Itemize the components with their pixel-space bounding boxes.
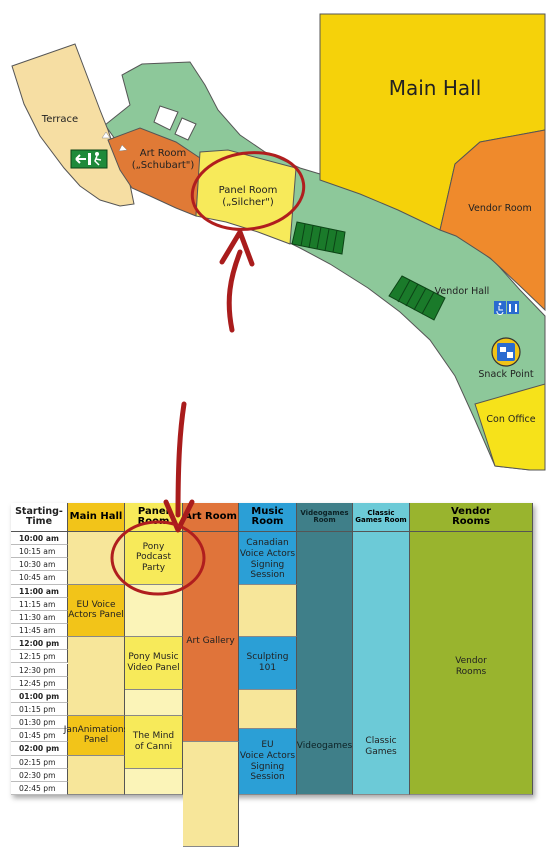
time-slot: 02:30 pm bbox=[11, 768, 68, 782]
vendor-room-area bbox=[439, 129, 546, 312]
con-office-label: Con Office bbox=[486, 414, 536, 425]
column-header: Panel Room bbox=[125, 503, 183, 532]
stairs-icon bbox=[388, 275, 446, 321]
time-slot: 10:00 am bbox=[11, 532, 68, 546]
door-marker bbox=[118, 144, 128, 152]
column-header: Music Room bbox=[239, 503, 297, 532]
schedule-event: Pony Podcast Party bbox=[125, 532, 183, 585]
highlight-circle bbox=[190, 151, 306, 231]
schedule-empty-slot bbox=[68, 755, 125, 795]
vendor-hall-label: Vendor Hall bbox=[434, 286, 490, 297]
door-marker bbox=[101, 131, 111, 139]
time-slot: 11:45 am bbox=[11, 624, 68, 638]
time-slot: 12:00 pm bbox=[11, 637, 68, 651]
time-slot: 02:15 pm bbox=[11, 755, 68, 769]
panel-room-label: Panel Room („Silcher") bbox=[218, 185, 278, 208]
snack-point-label: Snack Point bbox=[478, 369, 534, 380]
time-slot: 01:00 pm bbox=[11, 689, 68, 703]
corridor-wall bbox=[174, 117, 197, 141]
schedule-event: Sculpting 101 bbox=[239, 637, 297, 690]
floor-map bbox=[11, 13, 546, 471]
time-slot: 11:00 am bbox=[11, 584, 68, 598]
time-slot: 12:15 pm bbox=[11, 650, 68, 664]
wheelchair-icon bbox=[494, 301, 506, 316]
column-header: Vendor Rooms bbox=[410, 503, 533, 532]
schedule-empty-slot bbox=[239, 689, 297, 730]
schedule-event: Videogames bbox=[297, 532, 353, 795]
vendor-room-label: Vendor Room bbox=[468, 203, 532, 214]
time-slot: 01:45 pm bbox=[11, 729, 68, 743]
time-slot: 01:30 pm bbox=[11, 716, 68, 730]
con-office-area bbox=[474, 383, 546, 471]
stairs-icon bbox=[291, 221, 346, 255]
time-slot: 02:45 pm bbox=[11, 781, 68, 795]
art-room-label: Art Room („Schubart") bbox=[131, 148, 195, 171]
schedule-event: Pony Music Video Panel bbox=[125, 637, 183, 690]
column-header: Videogames Room bbox=[297, 503, 353, 532]
schedule-empty-slot bbox=[68, 637, 125, 717]
schedule-event: EU Voice Actors Panel bbox=[68, 584, 125, 638]
schedule-event: Vendor Rooms bbox=[410, 532, 533, 795]
time-slot: 12:45 pm bbox=[11, 676, 68, 690]
time-slot: 10:15 am bbox=[11, 545, 68, 559]
schedule-event: Canadian Voice Actors Signing Session bbox=[239, 532, 297, 585]
schedule-event: EU Voice Actors Signing Session bbox=[239, 729, 297, 795]
schedule-empty-slot bbox=[183, 742, 239, 847]
time-slot: 02:00 pm bbox=[11, 742, 68, 756]
schedule-empty-slot bbox=[125, 768, 183, 795]
schedule-empty-slot bbox=[125, 689, 183, 717]
time-slot: 01:15 pm bbox=[11, 702, 68, 717]
time-slot: 11:15 am bbox=[11, 597, 68, 611]
corridor-wall bbox=[153, 105, 179, 131]
schedule-event: Art Gallery bbox=[183, 532, 239, 743]
main-hall-label: Main Hall bbox=[388, 76, 482, 100]
time-slot: 12:30 pm bbox=[11, 663, 68, 677]
schedule-empty-slot bbox=[239, 584, 297, 638]
column-header: Classic Games Room bbox=[353, 503, 410, 532]
schedule-empty-slot bbox=[125, 584, 183, 638]
schedule-event: JanAnimations Panel bbox=[64, 716, 128, 756]
restroom-icon bbox=[507, 301, 519, 314]
column-header: Main Hall bbox=[68, 503, 125, 532]
terrace-label: Terrace bbox=[41, 114, 79, 125]
schedule-event: Classic Games bbox=[353, 532, 410, 795]
column-header: Art Room bbox=[183, 503, 239, 532]
time-slot: 10:30 am bbox=[11, 558, 68, 572]
time-slot: 10:45 am bbox=[11, 571, 68, 585]
snack-icon bbox=[491, 337, 521, 367]
art-room-area bbox=[107, 127, 201, 217]
time-slot: 11:30 am bbox=[11, 610, 68, 625]
column-header: Starting- Time bbox=[11, 503, 68, 532]
schedule-empty-slot bbox=[68, 532, 125, 585]
schedule-event: The Mind of Canni bbox=[125, 716, 183, 769]
exit-sign-icon bbox=[70, 149, 108, 169]
